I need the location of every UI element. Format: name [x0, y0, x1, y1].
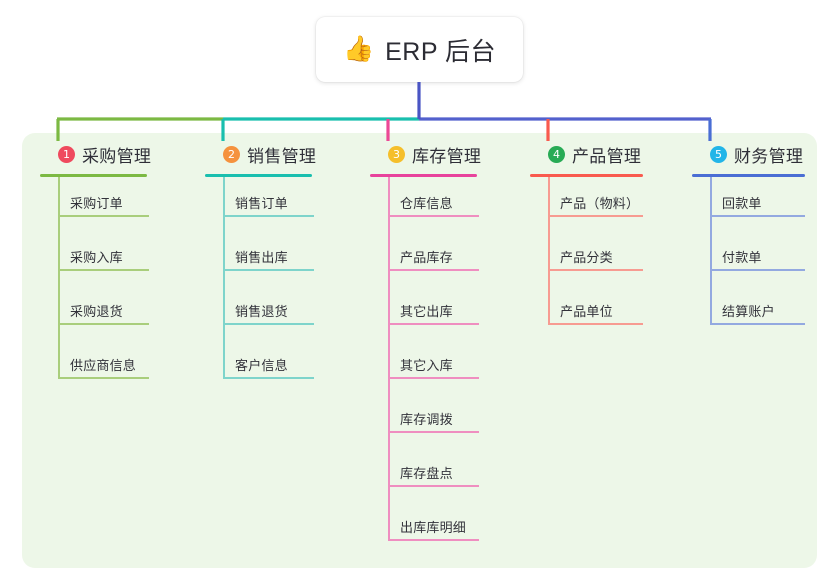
- branch-header-5[interactable]: 5 财务管理: [692, 141, 803, 167]
- branch-badge-5: 5: [710, 145, 727, 163]
- branch-spine-4: [548, 177, 550, 325]
- leaf-rule: [388, 215, 479, 217]
- leaf-label: 库存调拨: [400, 412, 453, 427]
- diagram-panel: [22, 133, 817, 568]
- leaf-label: 库存盘点: [400, 466, 453, 481]
- branch-badge-2: 2: [223, 145, 240, 163]
- leaf-label: 出库库明细: [400, 520, 467, 535]
- branch-spine-5: [710, 177, 712, 325]
- leaf-label: 销售退货: [235, 304, 288, 319]
- leaf-rule: [548, 269, 643, 271]
- leaf-rule: [710, 269, 805, 271]
- branch-spine-1: [58, 177, 60, 379]
- branch-title-1: 采购管理: [82, 146, 152, 166]
- leaf-rule: [388, 323, 479, 325]
- branch-rule-4: [530, 174, 643, 177]
- leaf-label: 采购退货: [70, 304, 123, 319]
- leaf-label: 仓库信息: [400, 196, 453, 211]
- thumbs-up-icon: 👍: [342, 35, 375, 63]
- leaf-label: 销售出库: [235, 250, 288, 265]
- leaf-rule: [710, 215, 805, 217]
- leaf-label: 产品（物料）: [560, 196, 640, 211]
- leaf-rule: [223, 269, 314, 271]
- leaf-label: 其它入库: [400, 358, 453, 373]
- leaf-label: 产品分类: [560, 250, 613, 265]
- branch-title-5: 财务管理: [734, 146, 804, 166]
- branch-column-1[interactable]: 1 采购管理采购订单采购入库采购退货供应商信息: [40, 141, 151, 379]
- leaf-label: 结算账户: [722, 304, 775, 319]
- branch-header-1[interactable]: 1 采购管理: [40, 141, 151, 167]
- branch-title-4: 产品管理: [572, 146, 642, 166]
- branch-header-2[interactable]: 2 销售管理: [205, 141, 316, 167]
- leaf-label: 产品单位: [560, 304, 613, 319]
- leaf-label: 产品库存: [400, 250, 453, 265]
- branch-rule-2: [205, 174, 312, 177]
- root-title: ERP 后台: [385, 37, 497, 66]
- leaf-rule: [58, 269, 149, 271]
- branch-rule-5: [692, 174, 805, 177]
- branch-column-4[interactable]: 4 产品管理产品（物料） 产品分类产品单位: [530, 141, 643, 325]
- leaf-rule: [710, 323, 805, 325]
- leaf-label: 供应商信息: [70, 358, 137, 373]
- leaf-label: 采购入库: [70, 250, 123, 265]
- leaf-rule: [388, 269, 479, 271]
- branch-badge-1: 1: [58, 145, 75, 163]
- leaf-rule: [388, 431, 479, 433]
- root-node[interactable]: 👍 ERP 后台: [316, 17, 523, 82]
- branch-title-3: 库存管理: [412, 146, 482, 166]
- branch-badge-3: 3: [388, 145, 405, 163]
- branch-column-2[interactable]: 2 销售管理销售订单销售出库销售退货客户信息: [205, 141, 316, 379]
- leaf-label: 采购订单: [70, 196, 123, 211]
- leaf-label: 回款单: [722, 196, 762, 211]
- branch-title-2: 销售管理: [247, 146, 317, 166]
- leaf-label: 销售订单: [235, 196, 288, 211]
- branch-spine-2: [223, 177, 225, 379]
- branch-rule-1: [40, 174, 147, 177]
- leaf-label: 客户信息: [235, 358, 288, 373]
- branch-header-4[interactable]: 4 产品管理: [530, 141, 641, 167]
- leaf-rule: [58, 323, 149, 325]
- leaf-rule: [58, 215, 149, 217]
- branch-column-5[interactable]: 5 财务管理回款单付款单结算账户: [692, 141, 805, 325]
- leaf-label: 其它出库: [400, 304, 453, 319]
- branch-spine-3: [388, 177, 390, 541]
- branch-header-3[interactable]: 3 库存管理: [370, 141, 481, 167]
- leaf-rule: [223, 377, 314, 379]
- leaf-rule: [548, 323, 643, 325]
- branch-column-3[interactable]: 3 库存管理仓库信息产品库存其它出库其它入库库存调拨库存盘点出库库明细: [370, 141, 481, 541]
- leaf-label: 付款单: [722, 250, 762, 265]
- leaf-rule: [223, 323, 314, 325]
- leaf-rule: [388, 539, 479, 541]
- leaf-rule: [58, 377, 149, 379]
- branch-badge-4: 4: [548, 145, 565, 163]
- leaf-rule: [388, 485, 479, 487]
- leaf-rule: [548, 215, 643, 217]
- leaf-rule: [223, 215, 314, 217]
- branch-rule-3: [370, 174, 477, 177]
- leaf-rule: [388, 377, 479, 379]
